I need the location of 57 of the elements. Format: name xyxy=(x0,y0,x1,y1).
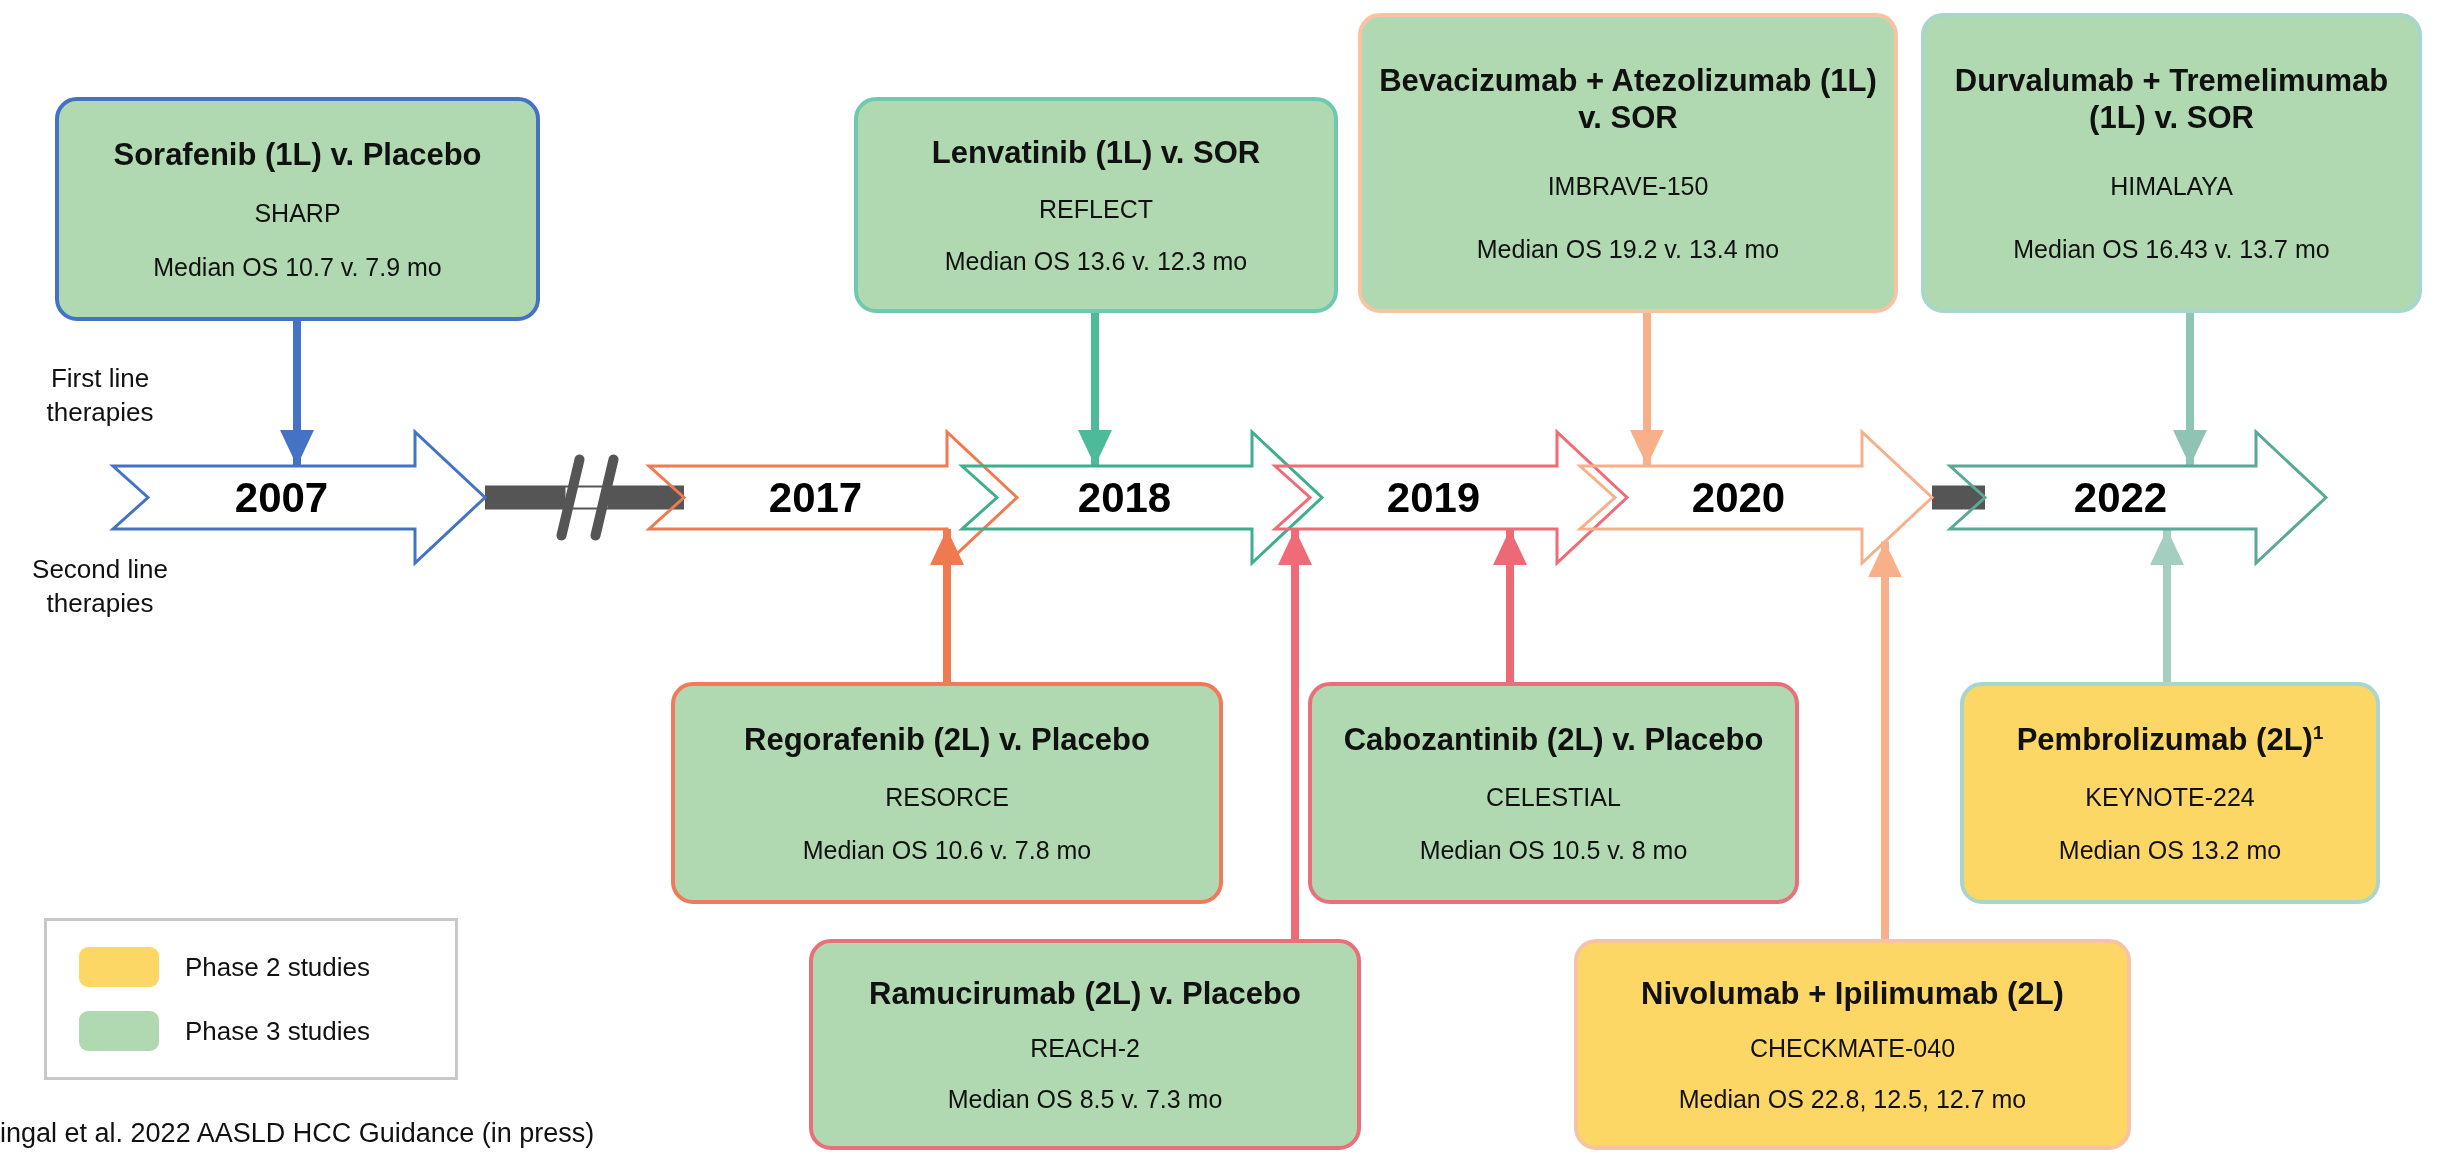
arrow xyxy=(2150,529,2184,682)
therapy-comparison: Regorafenib (2L) v. Placebo xyxy=(744,720,1150,759)
study-box xyxy=(809,939,1361,1150)
trial-name: RESORCE xyxy=(885,782,1009,812)
median-survival: Median OS 8.5 v. 7.3 mo xyxy=(947,1085,1223,1115)
study-box xyxy=(1358,13,1898,313)
median-survival: Median OS 13.6 v. 12.3 mo xyxy=(944,246,1248,276)
study-box xyxy=(1308,682,1799,904)
therapy-comparison: Nivolumab + Ipilimumab (2L) xyxy=(1641,974,2064,1013)
therapy-comparison: Ramucirumab (2L) v. Placebo xyxy=(869,974,1301,1013)
arrow xyxy=(930,529,964,682)
year-label: 2007 xyxy=(233,472,330,523)
study-box xyxy=(1921,13,2422,313)
source-citation: ingal et al. 2022 AASLD HCC Guidance (in press) xyxy=(0,1118,595,1149)
trial-name: REACH-2 xyxy=(1030,1034,1140,1064)
arrow xyxy=(1630,313,1664,466)
arrow xyxy=(280,321,314,466)
arrow xyxy=(2173,313,2207,466)
legend-label: Phase 3 studies xyxy=(185,1015,370,1047)
median-survival: Median OS 19.2 v. 13.4 mo xyxy=(1476,235,1780,265)
row-label: First line therapies xyxy=(45,362,155,429)
study-box xyxy=(854,97,1338,313)
arrow xyxy=(1493,529,1527,682)
arrow xyxy=(1278,529,1312,939)
trial-name: CELESTIAL xyxy=(1486,782,1621,812)
year-label: 2017 xyxy=(767,472,864,523)
trial-name: IMBRAVE-150 xyxy=(1547,171,1709,201)
study-box xyxy=(671,682,1223,904)
arrow xyxy=(1078,313,1112,466)
median-survival: Median OS 10.7 v. 7.9 mo xyxy=(153,252,442,282)
year-label: 2019 xyxy=(1385,472,1482,523)
therapy-comparison: Pembrolizumab (2L)$^{1}$ xyxy=(2016,720,2324,759)
therapy-comparison: Sorafenib (1L) v. Placebo xyxy=(113,136,482,174)
median-survival: Median OS 16.43 v. 13.7 mo xyxy=(2013,235,2330,265)
row-label: Second line therapies xyxy=(31,553,169,620)
therapy-comparison: Lenvatinib (1L) v. SOR xyxy=(931,134,1261,172)
median-survival: Median OS 22.8, 12.5, 12.7 mo xyxy=(1678,1085,2027,1115)
therapy-comparison: Cabozantinib (2L) v. Placebo xyxy=(1343,720,1764,759)
trial-name: HIMALAYA xyxy=(2110,171,2233,201)
timeline-bar xyxy=(1932,485,1985,510)
therapy-comparison: Bevacizumab + Atezolizumab (1L) v. SOR xyxy=(1378,61,1878,138)
study-box xyxy=(1574,939,2131,1150)
timeline-bar xyxy=(485,485,684,510)
legend-label: Phase 2 studies xyxy=(185,951,370,983)
median-survival: Median OS 10.5 v. 8 mo xyxy=(1419,836,1688,866)
trial-name: KEYNOTE-224 xyxy=(2085,782,2255,812)
year-label: 2022 xyxy=(2072,472,2169,523)
trial-name: REFLECT xyxy=(1039,194,1153,224)
study-box xyxy=(55,97,540,321)
trial-name: SHARP xyxy=(254,198,341,228)
study-box xyxy=(1960,682,2380,904)
year-label: 2020 xyxy=(1690,472,1787,523)
therapy-comparison: Durvalumab + Tremelimumab (1L) v. SOR xyxy=(1953,61,2390,138)
median-survival: Median OS 10.6 v. 7.8 mo xyxy=(802,836,1092,866)
median-survival: Median OS 13.2 mo xyxy=(2058,836,2282,866)
year-label: 2018 xyxy=(1076,472,1173,523)
trial-name: CHECKMATE-040 xyxy=(1749,1034,1956,1064)
